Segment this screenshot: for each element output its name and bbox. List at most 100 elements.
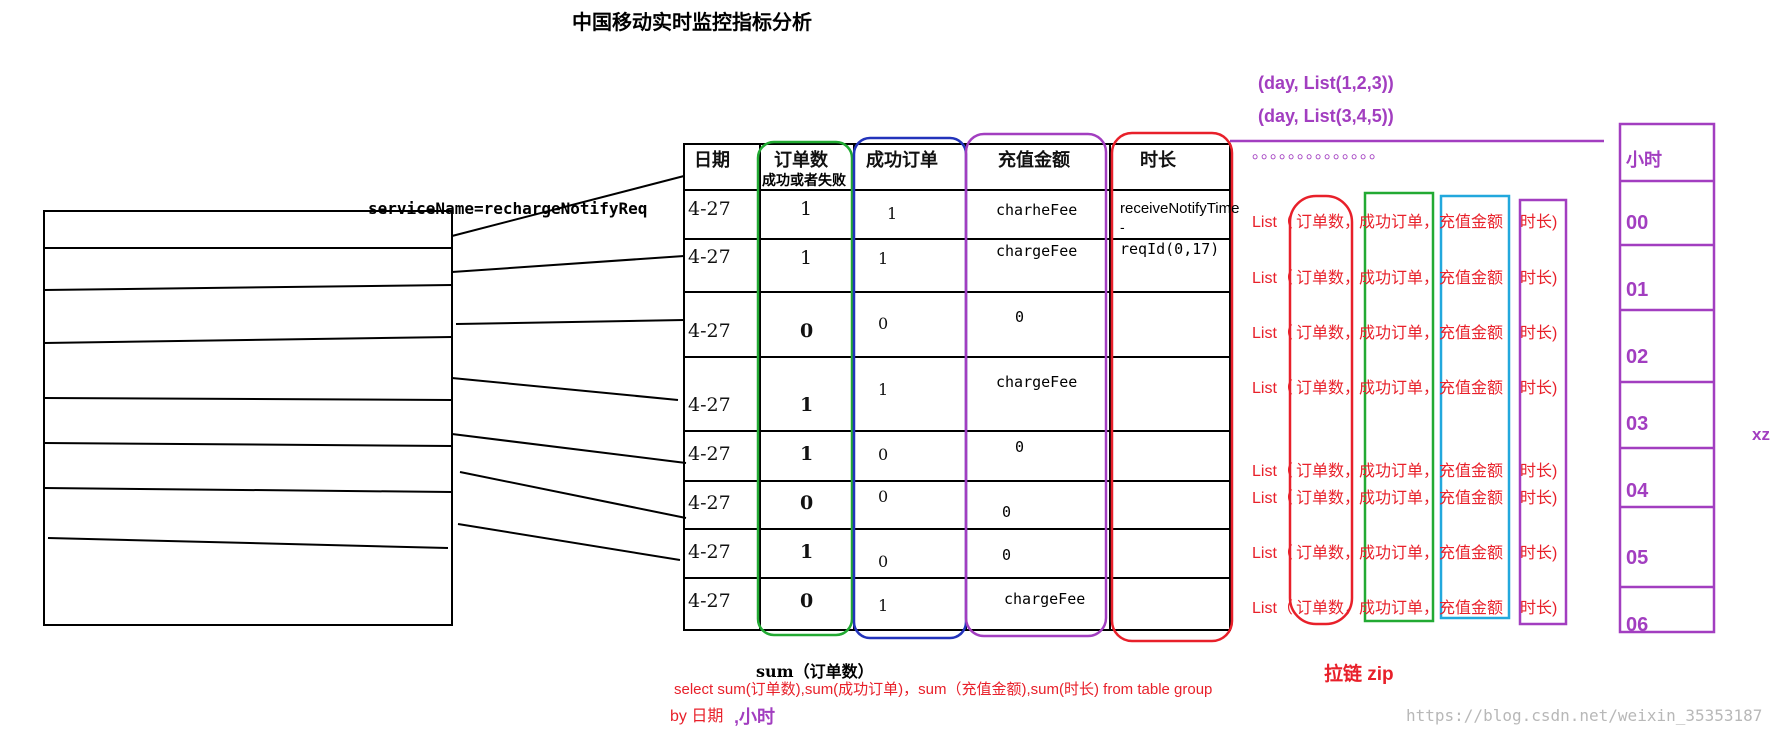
list-amount: 充值金额	[1439, 463, 1504, 480]
orders-column-highlight	[756, 140, 854, 637]
list-duration: 时长)	[1520, 270, 1558, 287]
list-duration-highlight	[1518, 198, 1568, 626]
side-label: xz	[1752, 425, 1770, 444]
list-prefix: List（	[1252, 380, 1293, 397]
zip-label: 拉链 zip	[1324, 664, 1394, 685]
cell-orders: 1	[800, 247, 813, 269]
list-orders: 订单数，	[1296, 325, 1361, 342]
list-amount: 充值金额	[1439, 545, 1504, 562]
cell-success: 0	[878, 314, 889, 333]
hour-cell: 00	[1626, 212, 1649, 234]
hour-cell: 04	[1626, 480, 1649, 502]
list-success-highlight	[1363, 191, 1435, 623]
list-orders: 订单数，	[1296, 270, 1361, 287]
tuple-line: (day, List(3,4,5))	[1258, 106, 1394, 126]
cell-amount: charheFee	[996, 201, 1078, 219]
cell-orders: 1	[800, 198, 813, 220]
list-prefix: List（	[1252, 214, 1293, 231]
list-duration: 时长)	[1520, 490, 1558, 507]
list-success: 成功订单，	[1359, 600, 1440, 617]
diagram-title: 中国移动实时监控指标分析	[572, 10, 812, 34]
cell-success: 0	[878, 445, 889, 464]
cell-orders: 1	[800, 394, 814, 416]
header-amount: 充值金额	[998, 150, 1070, 171]
cell-date: 4-27	[688, 394, 731, 416]
list-orders-highlight	[1288, 194, 1354, 626]
cell-amount: 0	[1002, 546, 1012, 564]
tuple-line: (day, List(1,2,3))	[1258, 73, 1394, 93]
sql-query-by: by 日期	[670, 708, 724, 725]
hour-column-grid	[1230, 122, 1716, 634]
list-duration: 时长)	[1520, 600, 1558, 617]
cell-duration: receiveNotifyTime	[1120, 200, 1240, 217]
list-amount: 充值金额	[1439, 600, 1504, 617]
watermark-url: https://blog.csdn.net/weixin_35353187	[1406, 706, 1763, 725]
list-success: 成功订单，	[1359, 545, 1440, 562]
list-success: 成功订单，	[1359, 325, 1440, 342]
amount-column-highlight	[964, 132, 1108, 638]
cell-success: 1	[878, 596, 889, 615]
list-orders: 订单数，	[1296, 490, 1361, 507]
list-amount: 充值金额	[1439, 325, 1504, 342]
cell-amount: 0	[1015, 438, 1025, 456]
hour-header: 小时	[1626, 150, 1662, 170]
mapping-lines	[451, 175, 687, 561]
ellipsis-dots: 。。。。。。。。。。。。。。	[1252, 145, 1387, 162]
list-duration: 时长)	[1520, 463, 1558, 480]
list-orders: 订单数，	[1296, 545, 1361, 562]
source-records-box	[43, 210, 453, 626]
cell-date: 4-27	[688, 246, 731, 268]
cell-orders: 1	[800, 443, 814, 465]
header-success: 成功订单	[866, 150, 938, 171]
header-date: 日期	[694, 150, 730, 171]
cell-date: 4-27	[688, 590, 731, 612]
cell-success: 1	[887, 204, 898, 223]
header-duration: 时长	[1140, 150, 1176, 171]
cell-success: 1	[878, 380, 889, 399]
list-success: 成功订单，	[1359, 380, 1440, 397]
list-prefix: List（	[1252, 463, 1293, 480]
cell-duration: reqId(0,17)	[1120, 240, 1220, 258]
cell-success: 0	[878, 552, 889, 571]
list-orders: 订单数，	[1296, 463, 1361, 480]
cell-date: 4-27	[688, 541, 731, 563]
list-orders: 订单数，	[1296, 214, 1361, 231]
list-success: 成功订单，	[1359, 463, 1440, 480]
list-prefix: List（	[1252, 325, 1293, 342]
sql-query-line: select sum(订单数),sum(成功订单)，sum（充值金额),sum(…	[674, 681, 1213, 698]
list-amount: 充值金额	[1439, 380, 1504, 397]
cell-amount: chargeFee	[1004, 590, 1086, 608]
sql-query-hour: ,小时	[734, 707, 776, 727]
list-orders: 订单数，	[1296, 380, 1361, 397]
list-success: 成功订单，	[1359, 490, 1440, 507]
cell-date: 4-27	[688, 443, 731, 465]
list-duration: 时长)	[1520, 214, 1558, 231]
list-success: 成功订单，	[1359, 270, 1440, 287]
hour-cell: 02	[1626, 346, 1649, 368]
list-orders: 订单数，	[1296, 600, 1361, 617]
cell-orders: 0	[800, 492, 814, 514]
list-amount-highlight	[1439, 194, 1511, 620]
cell-date: 4-27	[688, 198, 731, 220]
cell-success: 1	[878, 249, 889, 268]
cell-date: 4-27	[688, 320, 731, 342]
list-duration: 时长)	[1520, 380, 1558, 397]
list-amount: 充值金额	[1439, 490, 1504, 507]
cell-orders: 0	[800, 320, 814, 342]
sum-label: sum（订单数）	[756, 662, 874, 681]
cell-duration-dash: -	[1120, 219, 1125, 235]
cell-orders: 0	[800, 590, 814, 612]
list-prefix: List（	[1252, 490, 1293, 507]
cell-amount: chargeFee	[996, 242, 1078, 260]
list-duration: 时长)	[1520, 545, 1558, 562]
column-highlights	[756, 131, 1234, 643]
cell-amount: 0	[1002, 503, 1012, 521]
list-prefix: List（	[1252, 270, 1293, 287]
cell-amount: 0	[1015, 308, 1025, 326]
success-column-highlight	[852, 136, 968, 640]
list-prefix: List（	[1252, 600, 1293, 617]
hour-cell: 06	[1626, 614, 1649, 636]
cell-date: 4-27	[688, 492, 731, 514]
